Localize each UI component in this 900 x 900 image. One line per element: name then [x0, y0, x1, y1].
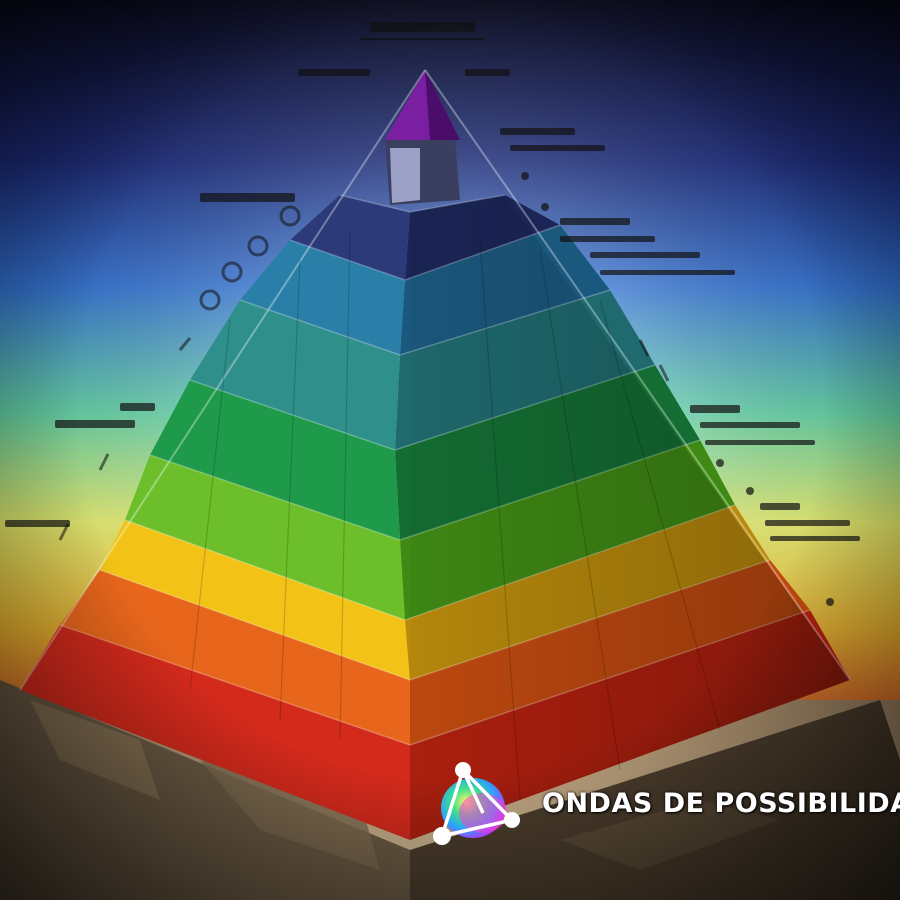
brand-name: ONDAS DE POSSIBILIDADES [542, 787, 900, 819]
brand-watermark: ONDAS DE POSSIBILIDADES [428, 758, 900, 848]
atom-molecule-logo-icon [433, 762, 520, 845]
